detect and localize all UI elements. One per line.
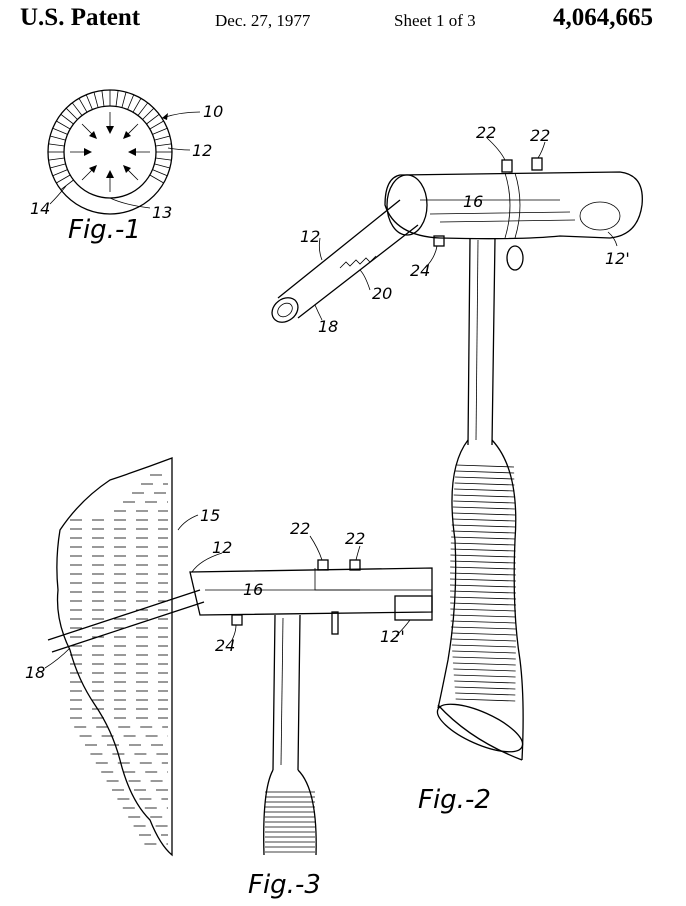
fig2-ref-16: 16 [463, 192, 483, 211]
fig2-tool-drawing [271, 137, 643, 761]
fig2-ref-12-prime: 12' [605, 249, 630, 268]
fig2-caption: Fig.-2 [418, 785, 491, 815]
fig3-ref-16: 16 [243, 580, 263, 599]
fig2-ref-22b: 22 [530, 126, 550, 145]
fig3-usage-drawing [44, 457, 433, 857]
fig1-ref-12: 12 [192, 141, 212, 160]
fig1-ref-10: 10 [203, 102, 223, 121]
fig3-ref-12-prime: 12' [380, 627, 405, 646]
fig1-inward-arrows [70, 112, 150, 192]
fig2-ref-22a: 22 [476, 123, 496, 142]
fig1-pipe-section [47, 89, 201, 215]
patent-number: 4,064,665 [553, 4, 653, 31]
fig3-ref-12: 12 [212, 538, 232, 557]
fig3-ref-22b: 22 [345, 529, 365, 548]
fig3-ref-18: 18 [25, 663, 45, 682]
issue-date: Dec. 27, 1977 [215, 11, 311, 30]
patent-office-label: U.S. Patent [20, 4, 141, 31]
fig2-ref-18: 18 [318, 317, 338, 336]
fig1-ref-13: 13 [152, 203, 172, 222]
fig2-ref-20: 20 [372, 284, 392, 303]
fig3-caption: Fig.-3 [248, 870, 321, 900]
fig3-ref-15: 15 [200, 506, 220, 525]
fig3-ref-24: 24 [215, 636, 235, 655]
fig2-ref-12: 12 [300, 227, 320, 246]
sheet-indicator: Sheet 1 of 3 [394, 11, 476, 30]
fig2-ref-24: 24 [410, 261, 430, 280]
fig3-ref-22a: 22 [290, 519, 310, 538]
fig1-caption: Fig.-1 [68, 215, 141, 245]
fig1-ref-14: 14 [30, 199, 50, 218]
